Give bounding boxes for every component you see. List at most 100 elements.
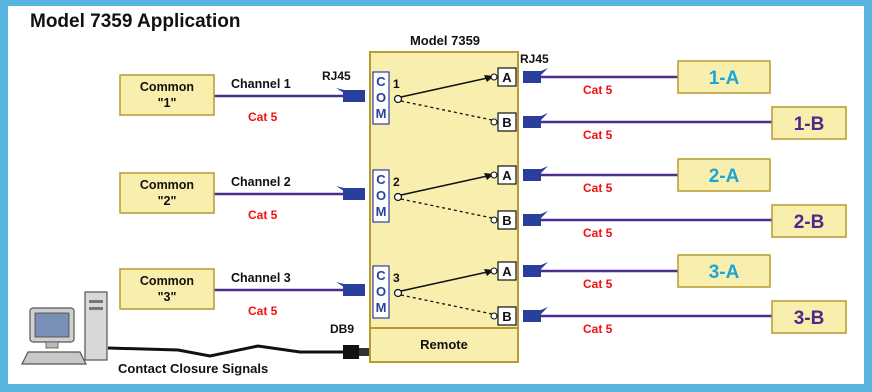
target-cable-type: Cat 5 [583,181,613,195]
port-label: A [502,168,512,183]
monitor-stand [45,341,59,349]
com-letter: M [376,300,387,315]
target-cable-type: Cat 5 [583,226,613,240]
rj45-plug-icon [523,214,541,226]
contact-a [490,171,498,179]
channel-cable-type: Cat 5 [248,208,278,222]
com-port-3 [372,265,390,319]
target-cable-type: Cat 5 [583,128,613,142]
common-box-number: "2" [158,194,177,208]
target-box-label: 1-B [794,114,825,135]
common-box-label: Common [140,80,194,94]
rj45-plug-tab [541,113,548,120]
port-label: A [502,264,512,279]
switch-pivot [393,288,403,298]
rj45-plug-tab [541,307,548,314]
channel-label: Channel 1 [231,77,291,91]
target-cable-type: Cat 5 [583,322,613,336]
target-box-label: 1-A [709,68,740,89]
com-letter: M [376,204,387,219]
channel-group-1: Common "1" Channel 1 Cat 5 COM 1 A Cat 5 1-A B Cat… [119,60,847,142]
rj45-plug-tab [336,282,344,287]
channel-cable-type: Cat 5 [248,304,278,318]
switch-pivot [393,192,403,202]
contact-a [490,73,498,81]
monitor-screen [34,312,70,338]
port-b-box [497,306,517,326]
rj45-label-left: RJ45 [322,69,351,83]
rj45-plug-icon [523,169,541,181]
com-letter: O [376,90,386,105]
contact-b [490,118,498,126]
common-box-2 [119,172,215,214]
channel-label: Channel 3 [231,271,291,285]
rj45-plug-tab [541,262,548,269]
switch-arm-active [400,174,493,196]
com-letter: C [376,74,386,89]
port-label: A [502,70,512,85]
com-port-2 [372,169,390,223]
target-box-3-B [771,300,847,334]
com-port-1 [372,71,390,125]
target-box-label: 3-B [794,308,825,329]
rj45-plug-icon [343,188,365,200]
common-box-label: Common [140,178,194,192]
common-box-number: "3" [158,290,177,304]
target-box-label: 2-A [709,166,740,187]
contact-b [490,312,498,320]
remote-label: Remote [420,337,468,352]
port-b-box [497,210,517,230]
channel-cable-type: Cat 5 [248,110,278,124]
diagram-title: Model 7359 Application [30,11,240,32]
com-letter: C [376,172,386,187]
tower-drive [89,307,103,310]
com-letter: C [376,268,386,283]
rj45-plug-tab [541,211,548,218]
target-box-1-A [677,60,771,94]
port-b-box [497,112,517,132]
rj45-plug-icon [343,90,365,102]
common-box-number: "1" [158,96,177,110]
switch-arm-active [400,76,493,98]
computer-keyboard [21,351,87,365]
common-box-label: Common [140,274,194,288]
target-box-1-B [771,106,847,140]
contact-a [490,267,498,275]
target-box-3-A [677,254,771,288]
rj45-plug-tab [336,186,344,191]
port-a-box [497,67,517,87]
model-7359-unit: Model 7359 Remote [369,33,519,363]
rj45-plug-icon [523,265,541,277]
port-label: B [502,115,511,130]
common-box-3 [119,268,215,310]
com-letter: O [376,188,386,203]
channel-label: Channel 2 [231,175,291,189]
target-box-label: 2-B [794,212,825,233]
device-label: Model 7359 [410,33,480,48]
port-a-box [497,165,517,185]
port-label: B [502,213,511,228]
port-label: B [502,309,511,324]
db9-plug-icon [343,345,359,359]
rj45-label-right: RJ45 [520,52,549,66]
db9-label: DB9 [330,322,354,336]
channel-number: 1 [393,77,400,91]
common-box-1 [119,74,215,116]
computer-icon [21,291,108,365]
device-body [369,51,519,363]
target-cable-type: Cat 5 [583,83,613,97]
cable-layer [214,75,772,318]
contact-b [490,216,498,224]
port-a-box [497,261,517,281]
db9-plug-pins [359,348,369,356]
rj45-plug-icon [523,310,541,322]
rj45-plug-icon [523,71,541,83]
com-letter: M [376,106,387,121]
tower-drive [89,300,103,303]
target-box-2-B [771,204,847,238]
